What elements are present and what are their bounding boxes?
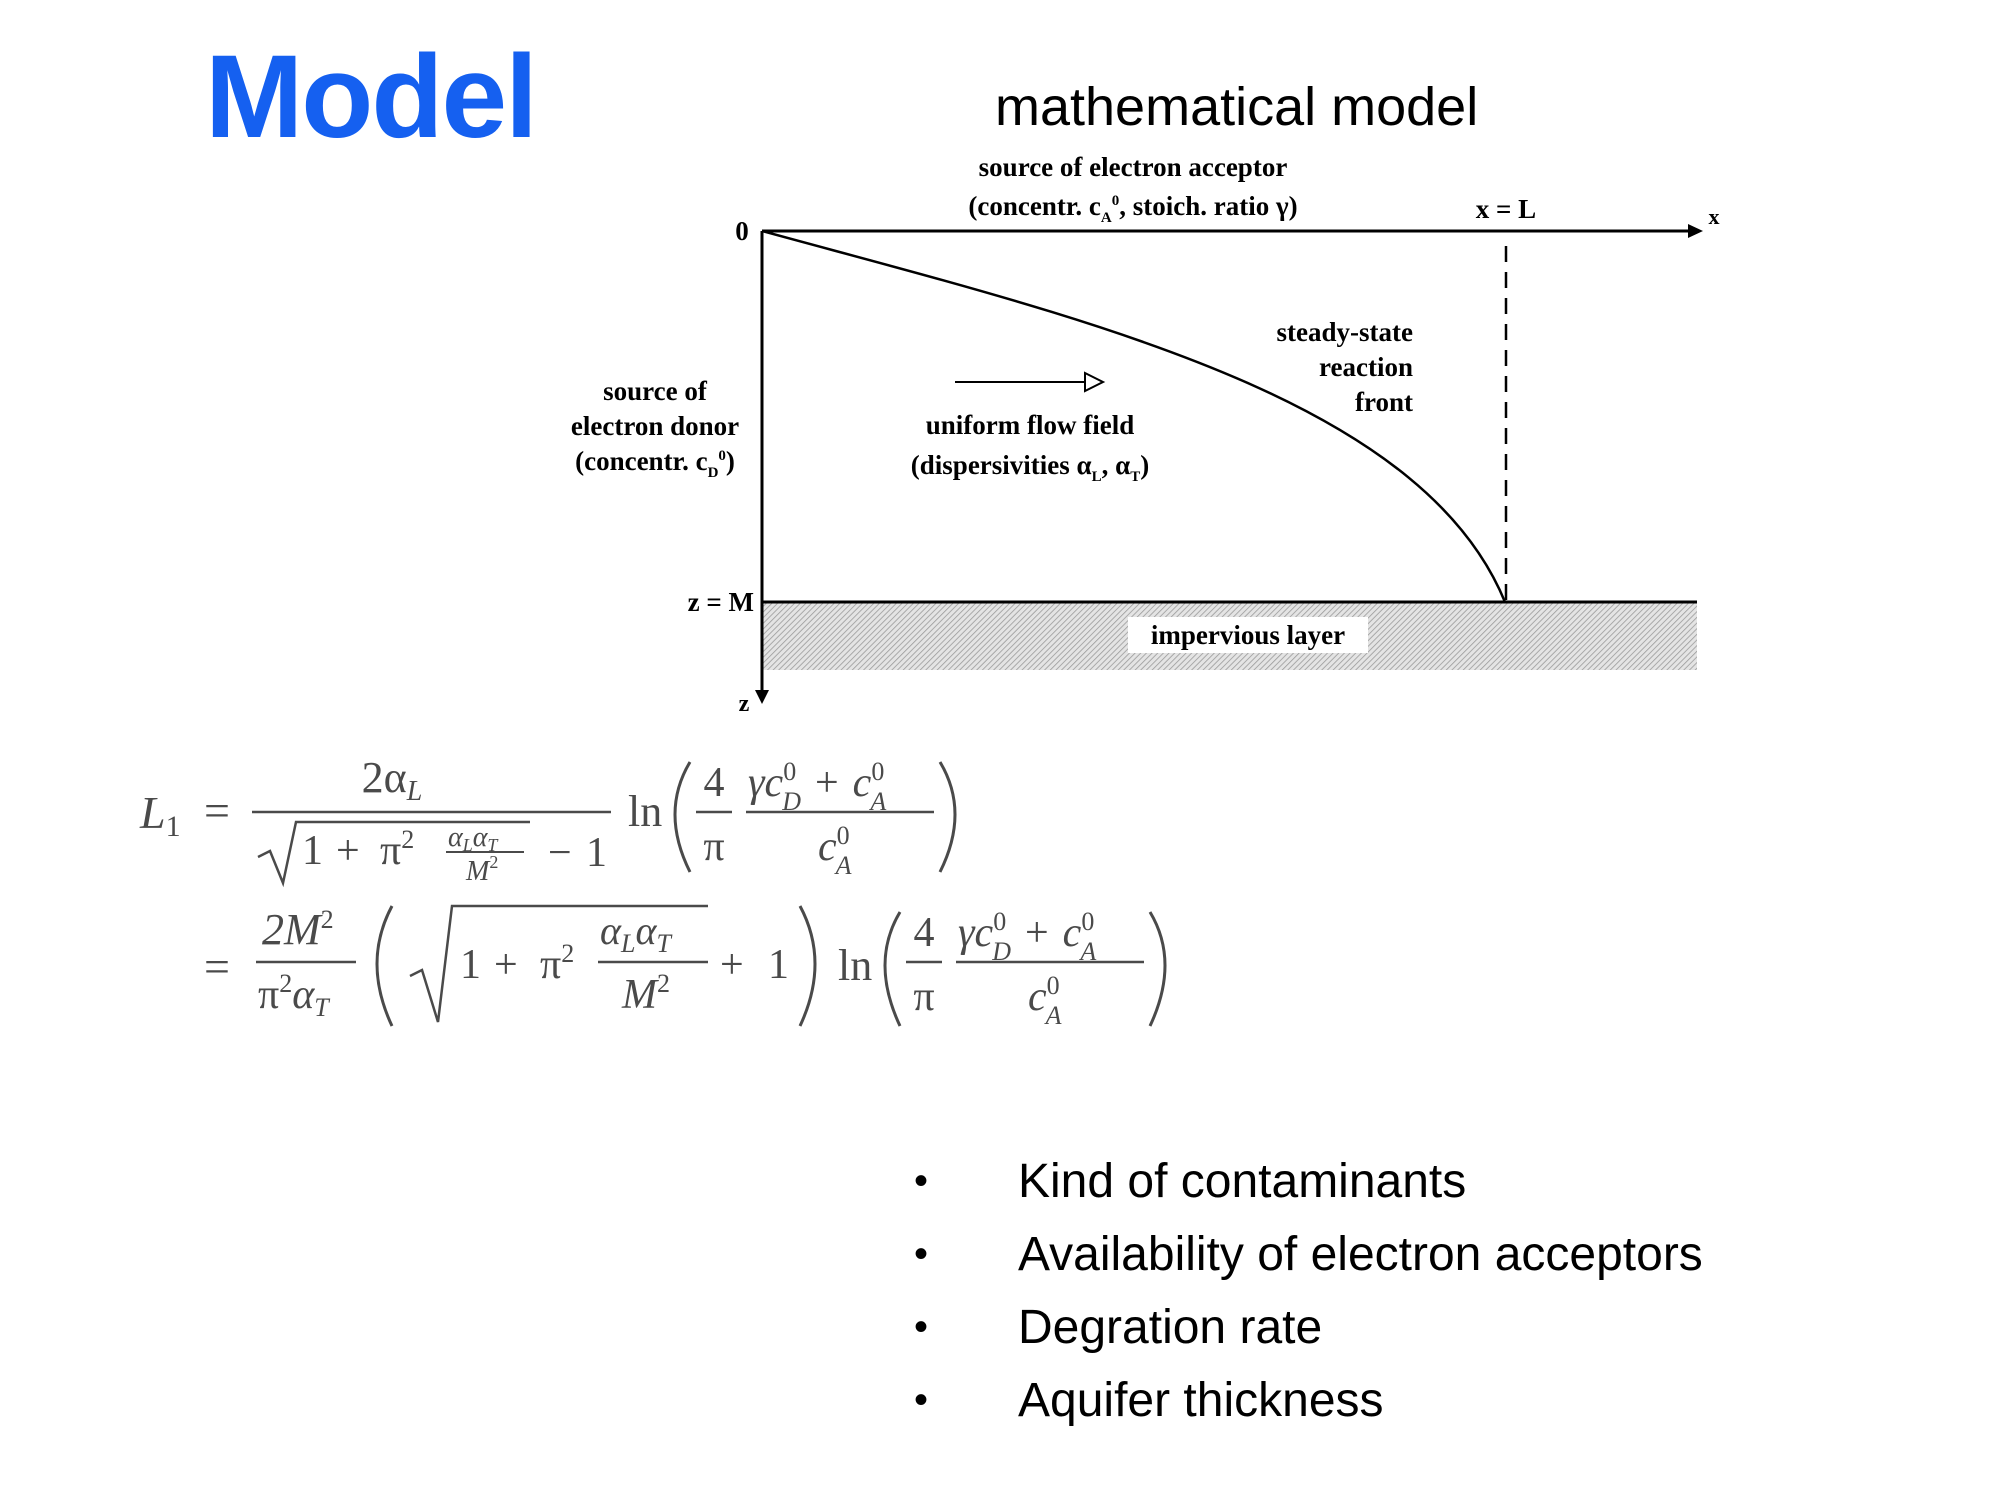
x-axis-label: x (1709, 204, 1720, 229)
z-axis-label: z (739, 691, 750, 717)
reaction-front-curve (761, 229, 1507, 603)
eq-den1-inner-num: αLαT (448, 822, 499, 855)
bullet-icon: • (914, 1232, 929, 1276)
x-equals-l-label: x = L (1476, 194, 1536, 224)
acceptor-label-line2: (concentr. cA0, stoich. ratio γ) (968, 191, 1297, 226)
eq-den1-one: 1 (302, 828, 323, 874)
bullet-text: Aquifer thickness (1018, 1374, 1384, 1427)
bullet-text: Degration rate (1018, 1301, 1323, 1354)
eq-sqrt2-plus: + (494, 942, 518, 988)
z-axis-arrowhead (755, 690, 769, 704)
acceptor-label-line1: source of electron acceptor (979, 152, 1288, 182)
eq-four-1: 4 (704, 760, 725, 806)
bullet-item: • Aquifer thickness (900, 1364, 1703, 1437)
eq-paren-close-1 (938, 761, 957, 873)
bullet-icon: • (914, 1159, 929, 1203)
origin-label: 0 (735, 216, 749, 246)
eq-sqrt2-inner-den: M2 (621, 969, 670, 1018)
eq-sqrt2 (409, 904, 708, 1023)
eq-paren-open-2 (375, 905, 394, 1027)
eq-frac1-numerator: 2αL (362, 753, 423, 807)
eq-sqrt2-inner-num: αLαT (600, 908, 672, 958)
eq-frac2-numerator: 2M2 (262, 905, 334, 954)
bullet-text: Availability of electron acceptors (1018, 1228, 1703, 1281)
eq-plus-one-plus: + (720, 942, 744, 988)
eq-lhs: L1 (139, 787, 181, 843)
eq-den1-one-b: 1 (586, 830, 607, 876)
slide-title: Model (205, 31, 538, 163)
eq-sqrt2-one: 1 (460, 942, 481, 988)
z-equals-m-label: z = M (688, 587, 754, 617)
bullet-item: • Degration rate (900, 1291, 1703, 1364)
eq-den1-plus: + (336, 828, 360, 874)
bullet-icon: • (914, 1378, 929, 1422)
eq-equals-1: = (204, 785, 230, 836)
eq-den1-minus: − (548, 830, 572, 876)
x-axis-arrowhead (1688, 224, 1703, 238)
front-label-line2: reaction (1319, 352, 1413, 382)
eq-sqrt1 (257, 820, 530, 888)
eq-den1-pi: π2 (380, 825, 414, 874)
bullet-item: • Availability of electron acceptors (900, 1218, 1703, 1291)
eq-ln-1: ln (628, 787, 662, 836)
layer-label-box (1128, 617, 1368, 653)
bullet-text: Kind of contaminants (1018, 1155, 1467, 1208)
flow-label-line2: (dispersivities αL, αT) (911, 450, 1149, 485)
eq-paren-open-1 (673, 761, 692, 873)
eq-equals-2: = (204, 941, 230, 992)
donor-label-line2: electron donor (571, 411, 739, 441)
eq-den1-inner-den: M2 (465, 852, 498, 887)
eq-frac2-denominator: π2αT (258, 969, 330, 1022)
eq-ln-2: ln (838, 941, 872, 990)
flow-arrow-head (1084, 371, 1106, 393)
eq-paren-close-3 (1148, 911, 1167, 1027)
front-label-line3: front (1355, 387, 1413, 417)
front-label-line1: steady-state (1277, 317, 1413, 347)
slide-subtitle: mathematical model (995, 77, 1479, 137)
eq-paren-open-3 (883, 911, 902, 1027)
flow-label-line1: uniform flow field (926, 410, 1135, 440)
bullet-item: • Kind of contaminants (900, 1145, 1703, 1218)
bullet-icon: • (914, 1305, 929, 1349)
impervious-layer-label: impervious layer (1151, 620, 1345, 650)
eq-plus-one-one: 1 (768, 942, 789, 988)
eq-paren-close-2 (798, 905, 817, 1027)
factor-bullet-list: • Kind of contaminants • Availability of e… (900, 1145, 1703, 1437)
eq-sqrt2-pi: π2 (540, 939, 574, 988)
donor-label-line1: source of (603, 376, 708, 406)
eq-pi-1: π (703, 824, 724, 870)
donor-label-line3: (concentr. cD0) (575, 446, 735, 481)
eq-pi-2: π (913, 974, 934, 1020)
eq-four-2: 4 (914, 910, 935, 956)
